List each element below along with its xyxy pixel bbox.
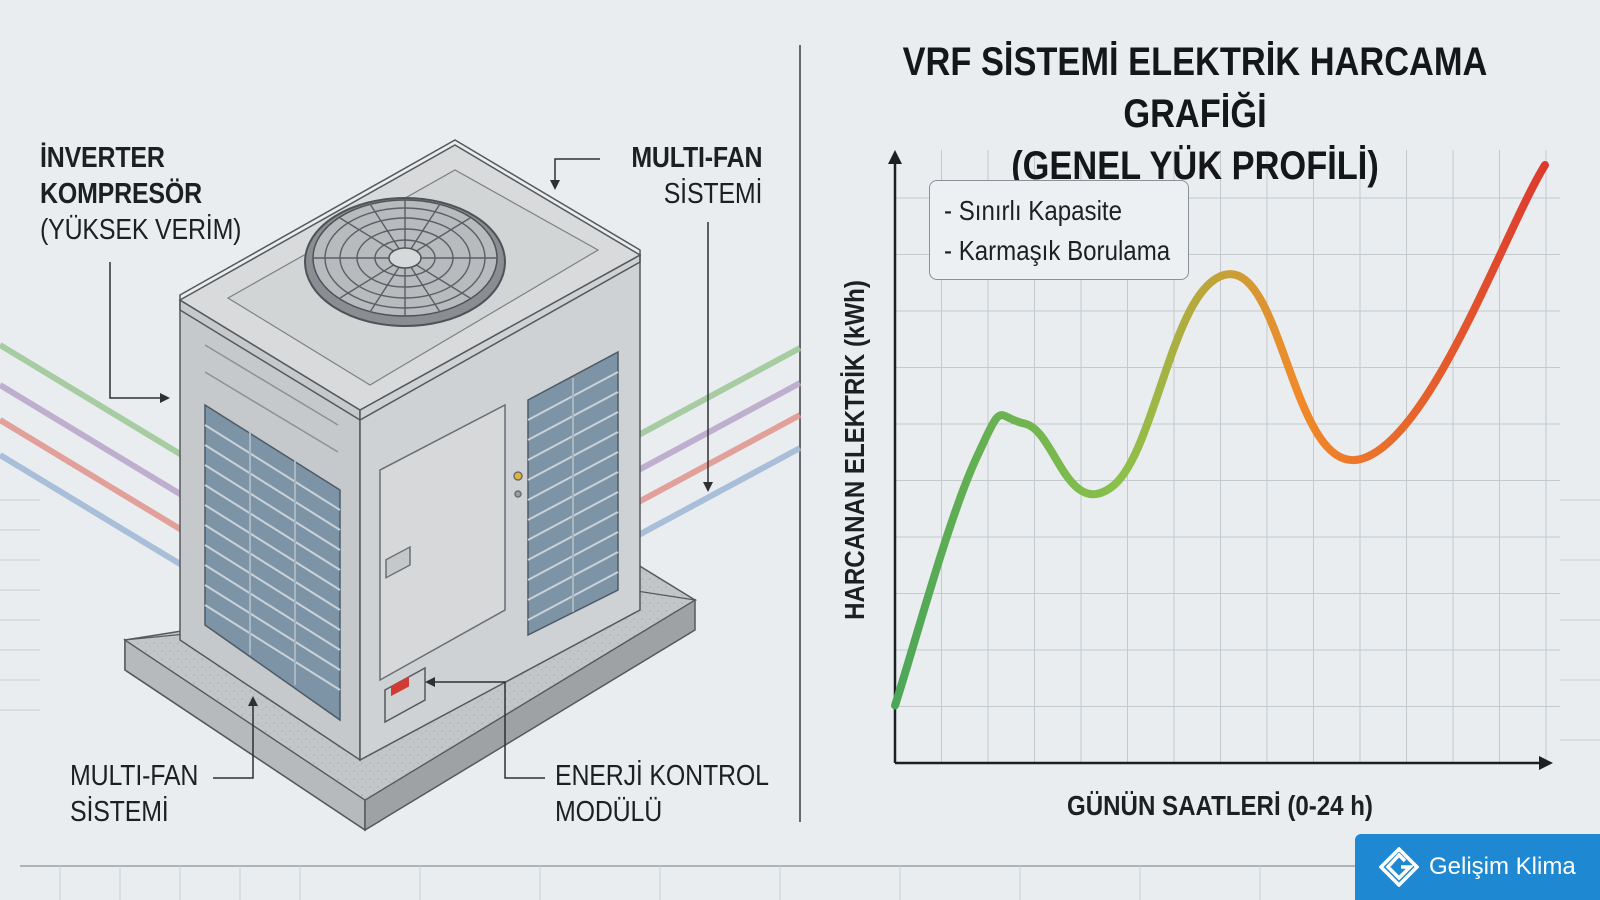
diamond-logo-icon — [1379, 847, 1419, 887]
chart — [888, 150, 1560, 770]
label-energy-control: ENERJİ KONTROL MODÜLÜ — [555, 758, 769, 830]
brand-badge[interactable]: Gelişim Klima — [1355, 834, 1600, 900]
door-handle — [385, 545, 411, 579]
pipe-red — [0, 417, 192, 538]
door-lock — [513, 471, 523, 481]
pipe-purple-r — [618, 380, 802, 483]
y-axis-arrow — [888, 150, 902, 164]
data-point-3 — [1109, 484, 1115, 490]
label-inverter-line1: İNVERTER — [40, 142, 165, 174]
label-inverter-compressor: İNVERTER KOMPRESÖR (YÜKSEK VERİM) — [40, 140, 241, 248]
label-energy-line2: MODÜLÜ — [555, 796, 663, 828]
data-point-5 — [1361, 455, 1367, 461]
chart-title-line1: VRF SİSTEMİ ELEKTRİK HARCAMA GRAFİĞİ — [902, 40, 1488, 136]
label-multifan-bottom: MULTI-FAN SİSTEMİ — [70, 758, 198, 830]
series-line — [891, 161, 1549, 710]
annotation-box: - Sınırlı Kapasite - Karmaşık Borulama — [929, 180, 1189, 280]
pipe-red-r — [618, 412, 802, 515]
fan-icon — [304, 197, 506, 327]
chart-title: VRF SİSTEMİ ELEKTRİK HARCAMA GRAFİĞİ (GE… — [800, 36, 1590, 192]
energy-control-panel — [384, 666, 426, 724]
label-inverter-line3: (YÜKSEK VERİM) — [40, 214, 242, 246]
x-axis-label-text: GÜNÜN SAATLERİ (0-24 h) — [1067, 790, 1373, 821]
pipe-blue — [0, 452, 192, 573]
refrigerant-pipes-right — [618, 345, 802, 548]
annotation-complex-piping: - Karmaşık Borulama — [944, 235, 1171, 266]
label-energy-line1: ENERJİ KONTROL — [555, 760, 769, 792]
label-multifan-bottom-line1: MULTI-FAN — [70, 760, 199, 792]
data-point-1 — [973, 455, 979, 461]
pipe-purple — [0, 382, 192, 503]
brand-name: Gelişim Klima — [1429, 853, 1576, 880]
x-axis-arrow — [1539, 756, 1553, 770]
data-point-0 — [892, 703, 898, 709]
chart-grid — [895, 150, 1560, 763]
label-multifan-top: MULTI-FAN SİSTEMİ — [631, 140, 762, 212]
callout-lines — [109, 158, 713, 779]
background-grid — [0, 499, 1600, 900]
data-point-2 — [1022, 421, 1028, 427]
pipe-green-r — [618, 345, 802, 448]
refrigerant-pipes-left — [0, 342, 192, 573]
pipe-green — [0, 342, 192, 463]
chart-axes — [888, 150, 1553, 770]
label-inverter-line2: KOMPRESÖR — [40, 178, 202, 210]
y-axis-label-text: HARCANAN ELEKTRİK (kWh) — [839, 280, 870, 620]
label-multifan-top-line2: SİSTEMİ — [663, 178, 762, 210]
annotation-limited-capacity: - Sınırlı Kapasite — [944, 195, 1123, 226]
label-multifan-top-line1: MULTI-FAN — [631, 142, 762, 174]
label-multifan-bottom-line2: SİSTEMİ — [70, 796, 169, 828]
data-point-4 — [1225, 271, 1231, 277]
pipe-blue-r — [618, 445, 802, 548]
